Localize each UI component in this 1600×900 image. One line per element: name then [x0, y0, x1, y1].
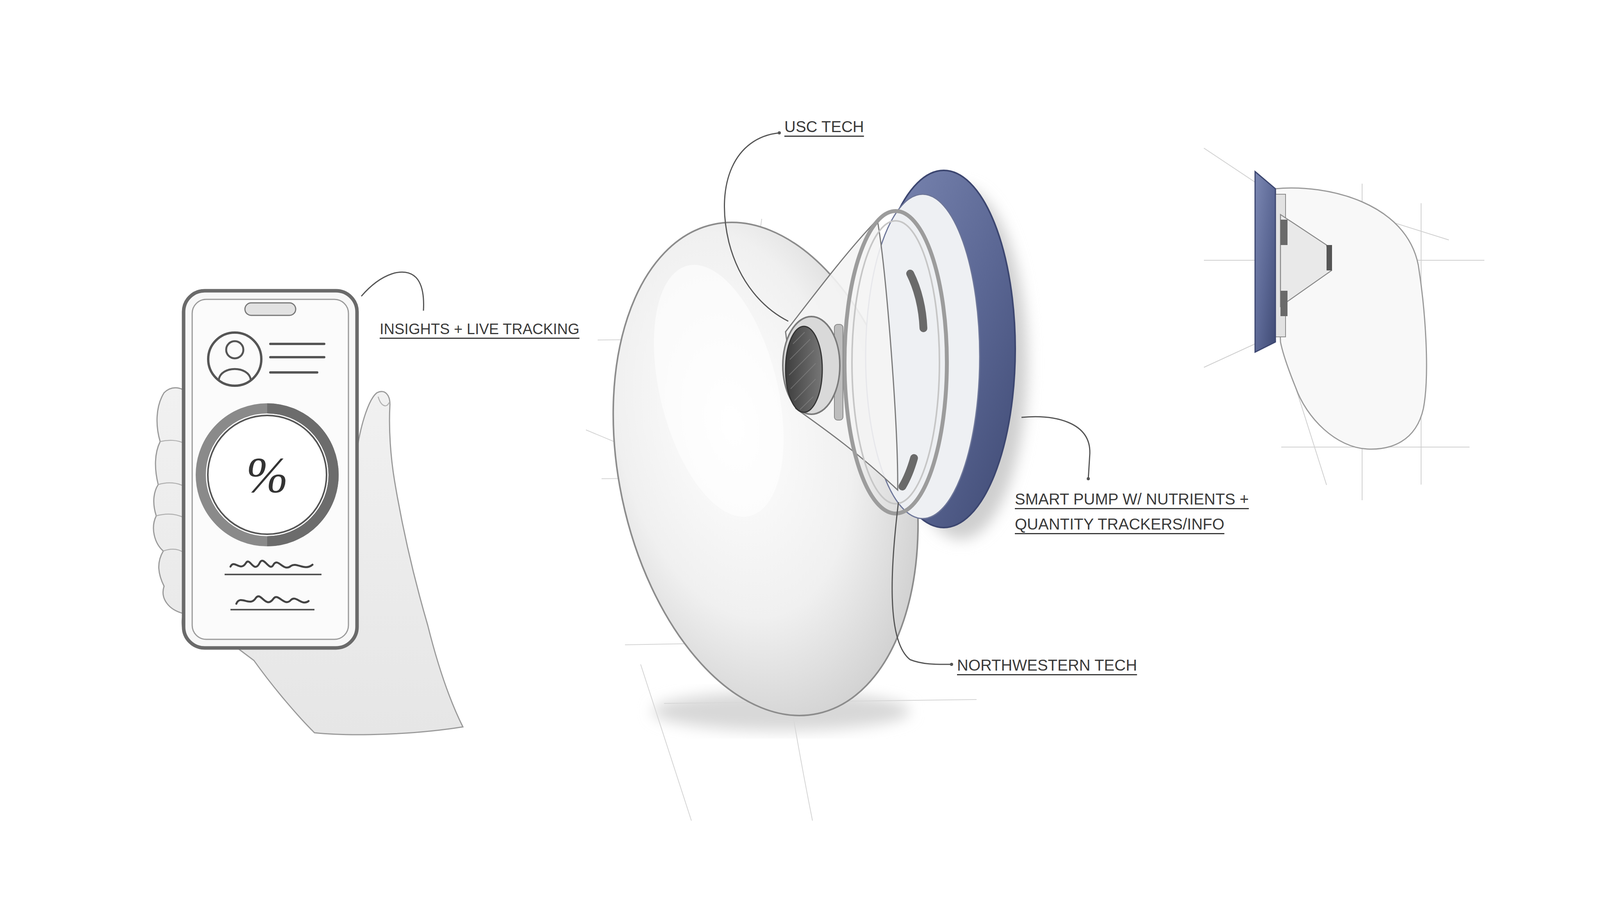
callout-label: NORTHWESTERN TECH [957, 652, 1138, 678]
sensor-bar [902, 457, 915, 487]
profile-icon [208, 332, 262, 386]
text-lines [270, 343, 325, 373]
button-ring [782, 316, 840, 415]
body-highlight [630, 251, 808, 531]
scribble-1-line [224, 573, 322, 575]
leader-line [724, 132, 789, 322]
leader-dot [777, 131, 781, 135]
callout-label: SMART PUMP W/ NUTRIENTS + QUANTITY TRACK… [1014, 486, 1250, 537]
thumb-nail [378, 396, 390, 406]
phone-screen [192, 299, 349, 640]
pump-device [570, 170, 1016, 744]
scribble-2-line [230, 608, 315, 611]
side-sensor-bar [1280, 290, 1288, 317]
scribble-1 [230, 560, 313, 568]
breast-shield-ring [844, 210, 947, 514]
construction-lines [1203, 148, 1485, 500]
phone-notch [244, 302, 296, 316]
profile-body [218, 368, 251, 380]
leader-dot [950, 662, 954, 666]
leader-line [892, 501, 952, 665]
finger-crease [156, 440, 185, 553]
collector-outline [1275, 187, 1427, 449]
usc-sensor-button [785, 326, 823, 413]
callout-label: INSIGHTS + LIVE TRACKING [379, 317, 580, 342]
phone-body [183, 290, 358, 648]
side-sensor-button [1326, 244, 1333, 271]
scribble-2 [236, 596, 309, 604]
breast-shield-ring-inner [851, 220, 940, 504]
leader-dot [1086, 476, 1090, 481]
side-view [1203, 148, 1485, 500]
side-flange [1255, 171, 1276, 352]
leader-line [1021, 416, 1090, 479]
funnel [785, 219, 898, 490]
button-texture [789, 332, 816, 410]
screen-percent: % [246, 449, 289, 500]
progress-ring-track [200, 408, 334, 542]
construction-line [640, 664, 692, 821]
sensor-bar [910, 273, 924, 329]
side-sensor-bar [1280, 219, 1288, 245]
hand-phone [153, 290, 463, 735]
callout-label: USC TECH [784, 114, 865, 140]
progress-ring-inner [207, 415, 327, 534]
side-funnel [1280, 214, 1332, 307]
leader-line [361, 271, 424, 311]
profile-head [226, 341, 244, 359]
